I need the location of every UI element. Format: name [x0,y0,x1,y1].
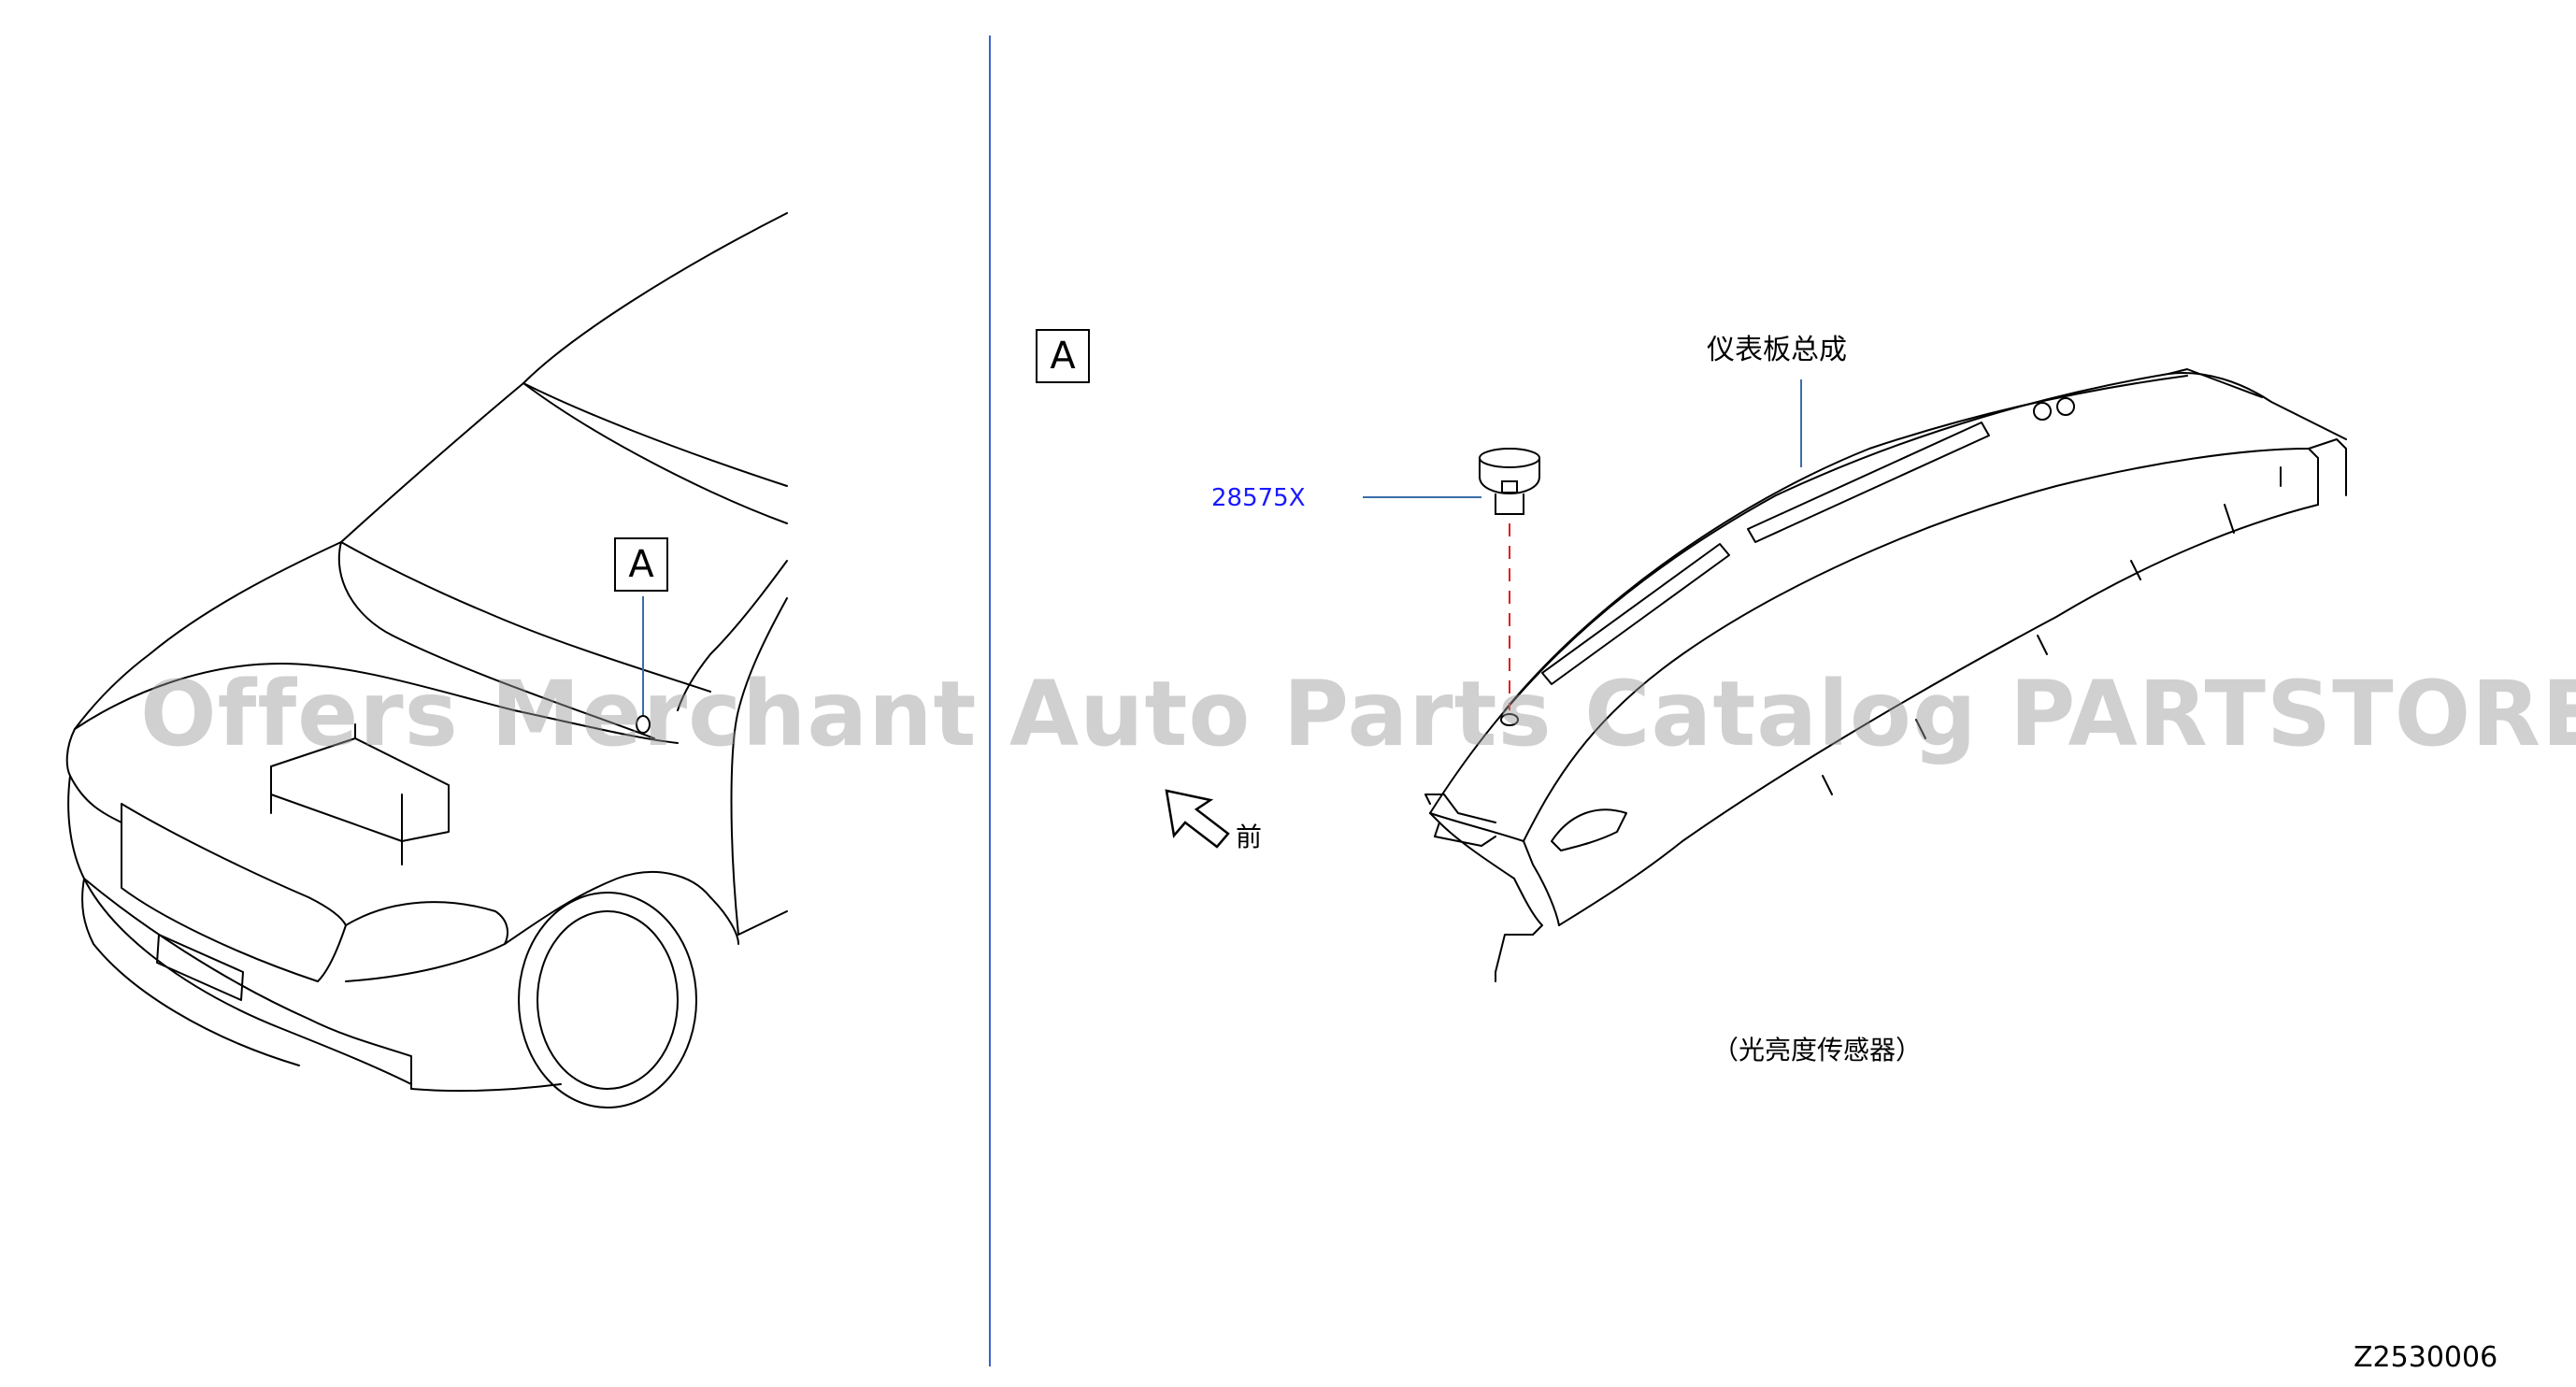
sensor-icon [1479,448,1540,515]
callout-right-box: A [1036,329,1090,383]
sensor-location-mark [636,715,651,734]
diagram-code: Z2530006 [2354,1341,2498,1374]
dashboard-assembly-label: 仪表板总成 [1707,334,1847,366]
car-outline [65,212,788,1108]
front-arrow-icon [1165,789,1230,849]
callout-right-letter: A [1050,335,1076,378]
front-direction-label: 前 [1236,822,1263,852]
sensor-caption: （光亮度传感器） [1712,1035,1923,1065]
dashboard-outline [1424,368,2347,982]
callout-left-letter: A [628,543,654,586]
callout-left-box: A [614,537,668,592]
part-number-link[interactable]: 28575X [1211,484,1306,512]
